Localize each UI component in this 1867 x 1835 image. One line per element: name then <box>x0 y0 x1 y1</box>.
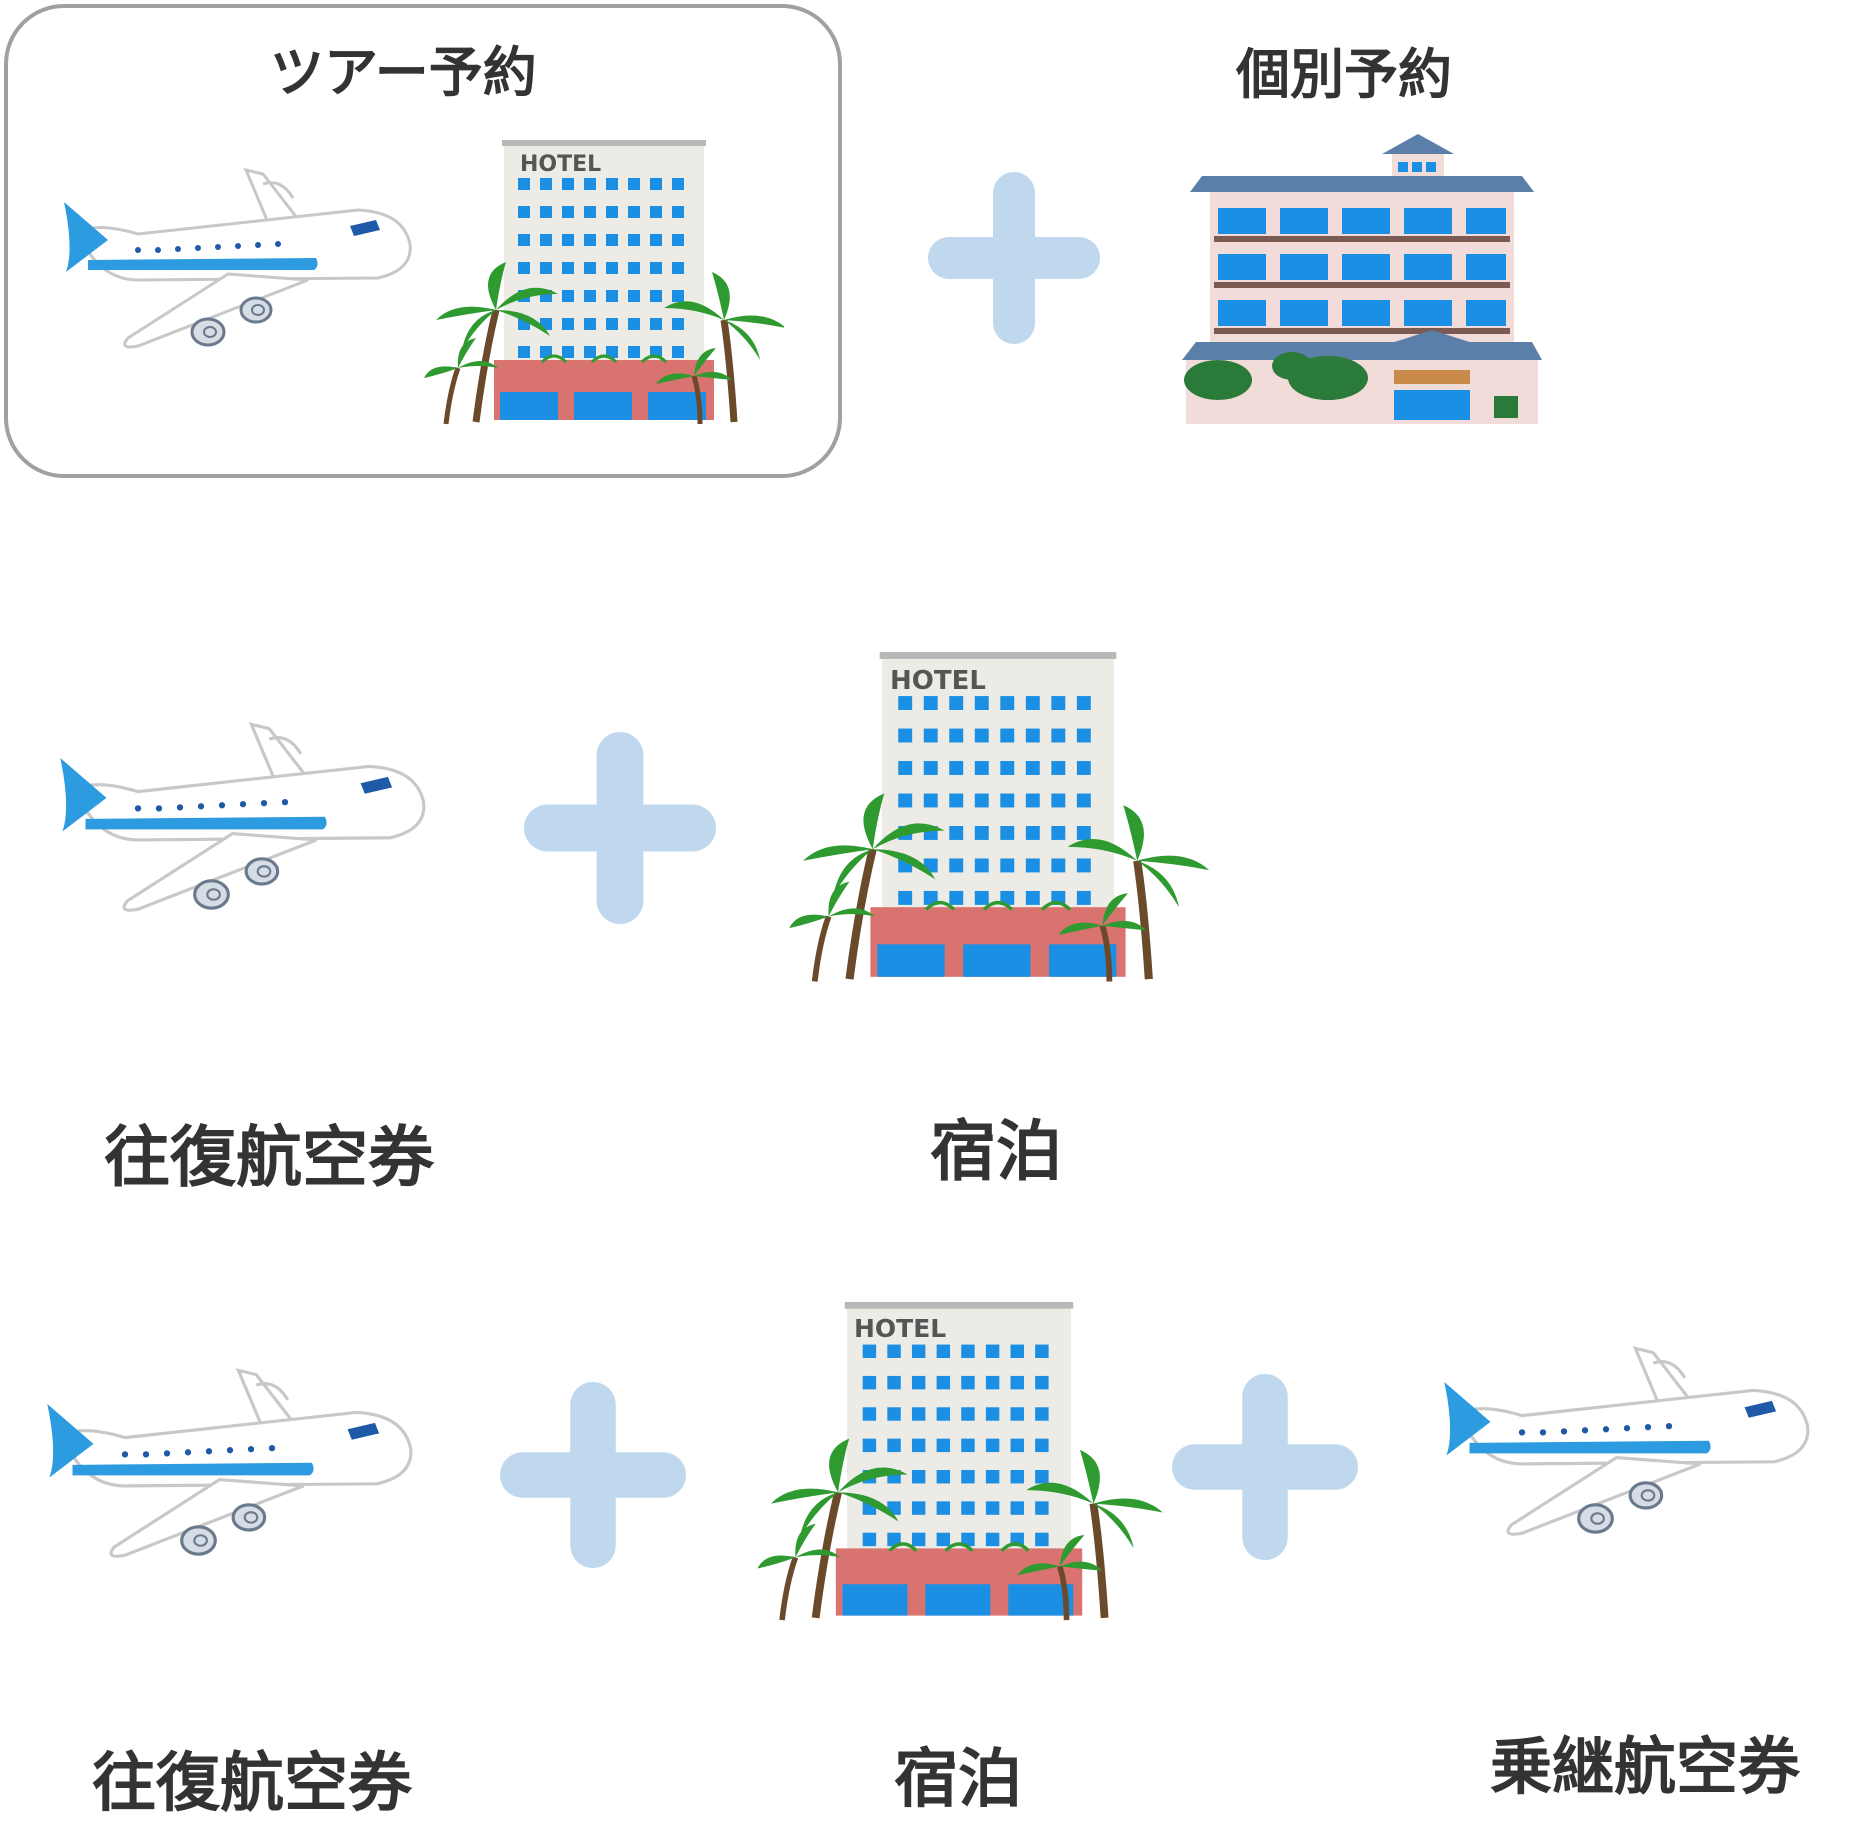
airplane-icon <box>40 1362 420 1572</box>
hotel-icon: HOTEL <box>424 140 784 450</box>
tour-package-box <box>4 4 842 478</box>
plus-icon <box>1172 1374 1358 1560</box>
hotel-sign: HOTEL <box>520 152 602 177</box>
individual-booking-label: 個別予約 <box>1236 43 1452 106</box>
hotel-sign: HOTEL <box>854 1314 947 1343</box>
hotel-sign: HOTEL <box>890 666 986 696</box>
ryokan-icon <box>1182 134 1542 434</box>
round-trip-flight-label: 往復航空券 <box>92 1747 412 1821</box>
connecting-flight-label: 乗継航空券 <box>1490 1730 1801 1803</box>
hotel-icon: HOTEL <box>746 1302 1186 1642</box>
accommodation-label: 宿泊 <box>894 1743 1022 1817</box>
airplane-icon <box>1438 1340 1816 1550</box>
airplane-icon <box>58 162 418 362</box>
plus-icon <box>928 172 1100 344</box>
accommodation-label: 宿泊 <box>930 1113 1062 1190</box>
tour-booking-label: ツアー予約 <box>270 41 537 104</box>
plus-icon <box>500 1382 686 1568</box>
airplane-icon <box>48 716 438 926</box>
plus-icon <box>524 732 716 924</box>
hotel-icon: HOTEL <box>778 652 1238 1012</box>
round-trip-flight-label: 往復航空券 <box>104 1119 434 1196</box>
